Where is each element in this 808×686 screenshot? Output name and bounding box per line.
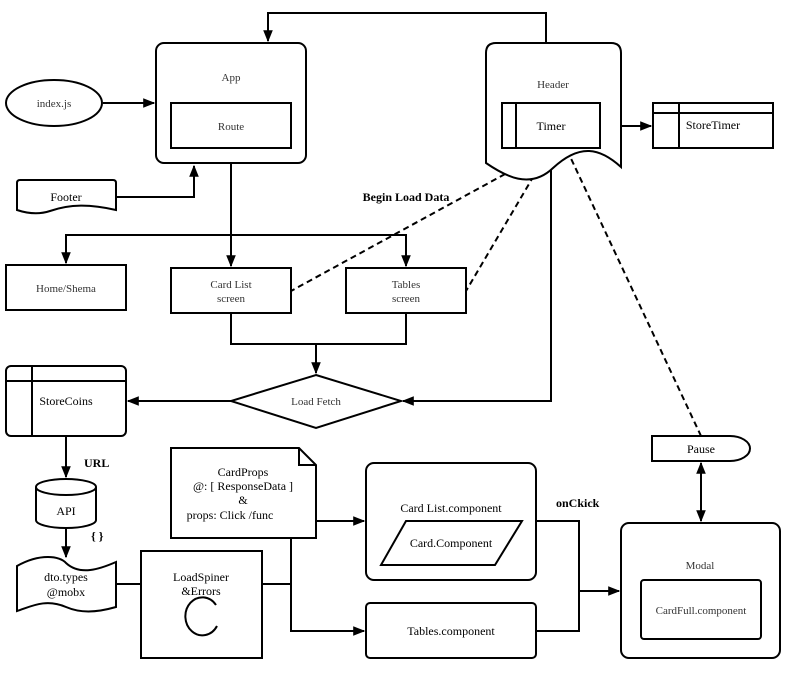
- card-props-note: [170, 447, 317, 539]
- home-shema-box: [5, 264, 127, 311]
- edge-dashed-timer-cardlist: [290, 149, 550, 292]
- load-fetch-diamond: [227, 373, 405, 430]
- card-props-fold: [298, 448, 316, 466]
- dto-types-line1: dto.types: [44, 570, 88, 584]
- edge-timer-to-fetch: [401, 148, 552, 406]
- edge-route-to-tables: [231, 234, 411, 268]
- route-box: [170, 102, 292, 149]
- pause-shape: [651, 435, 751, 462]
- tables-component-box: [365, 602, 537, 659]
- header-label: Header: [537, 79, 569, 91]
- load-spinner-line2: &Errors: [181, 584, 221, 598]
- modal-label: Modal: [686, 560, 715, 572]
- home-shema-label: Home/Shema: [36, 283, 96, 295]
- card-props-line2: @: [ ResponseData ]: [193, 479, 293, 493]
- cardfull-component-box: [640, 579, 762, 640]
- timer-label: Timer: [537, 119, 566, 133]
- card-list-screen-line1: Card List: [210, 279, 251, 291]
- timer-box: [501, 102, 601, 149]
- storecoins-box: [5, 365, 127, 437]
- card-component-label: Card.Component: [410, 536, 493, 550]
- edge-cardlist-to-fetch: [230, 313, 316, 345]
- api-cylinder: [35, 487, 97, 529]
- route-label: Route: [218, 121, 244, 133]
- pause-label: Pause: [687, 442, 715, 456]
- edge-footer-to-app: [116, 164, 199, 198]
- load-spinner-line1: LoadSpiner: [173, 570, 229, 584]
- dto-types-line2: @mobx: [47, 585, 85, 599]
- card-list-screen-box: [170, 267, 292, 314]
- edge-tables-to-fetch: [311, 313, 407, 375]
- spinner-icon: [184, 596, 218, 637]
- storetimer-box: [652, 102, 774, 149]
- card-component-parallelogram: [379, 520, 524, 566]
- edge-dashed-timer-pause: [566, 149, 702, 437]
- app-label: App: [222, 72, 241, 84]
- tables-component-label: Tables.component: [407, 624, 495, 638]
- index-js-ellipse: [5, 79, 103, 127]
- card-list-screen-line2: screen: [217, 293, 246, 305]
- url-label: URL: [84, 456, 109, 470]
- footer-label: Footer: [50, 190, 81, 204]
- edge-route-to-home: [61, 234, 231, 265]
- edge-cardlist-to-modal: [536, 520, 580, 632]
- tables-screen-line2: screen: [392, 293, 421, 305]
- braces-label: { }: [91, 529, 104, 543]
- index-js-label: index.js: [37, 98, 72, 110]
- storetimer-label: StoreTimer: [686, 118, 740, 132]
- on-click-label: onCkick: [556, 496, 600, 510]
- load-fetch-label: Load Fetch: [291, 396, 341, 408]
- card-props-line1: CardProps: [218, 465, 269, 479]
- edge-header-to-app: [263, 12, 547, 43]
- dto-types-shape: [16, 556, 117, 613]
- begin-load-data-label: Begin Load Data: [363, 190, 450, 204]
- api-label: API: [56, 504, 75, 518]
- footer-shape: [16, 179, 117, 215]
- tables-screen-line1: Tables: [392, 279, 421, 291]
- card-props-line3: &: [238, 493, 248, 507]
- edge-dashed-timer-tables: [465, 149, 550, 292]
- card-list-component-label: Card List.component: [400, 501, 502, 515]
- tables-screen-box: [345, 267, 467, 314]
- card-props-line4: props: Click /func: [187, 508, 274, 522]
- api-cylinder-top: [35, 478, 97, 496]
- edge-spinner-to-tables: [262, 583, 366, 636]
- load-spinner-box: [140, 550, 263, 659]
- storecoins-label: StoreCoins: [39, 394, 93, 408]
- cardfull-component-label: CardFull.component: [656, 605, 747, 617]
